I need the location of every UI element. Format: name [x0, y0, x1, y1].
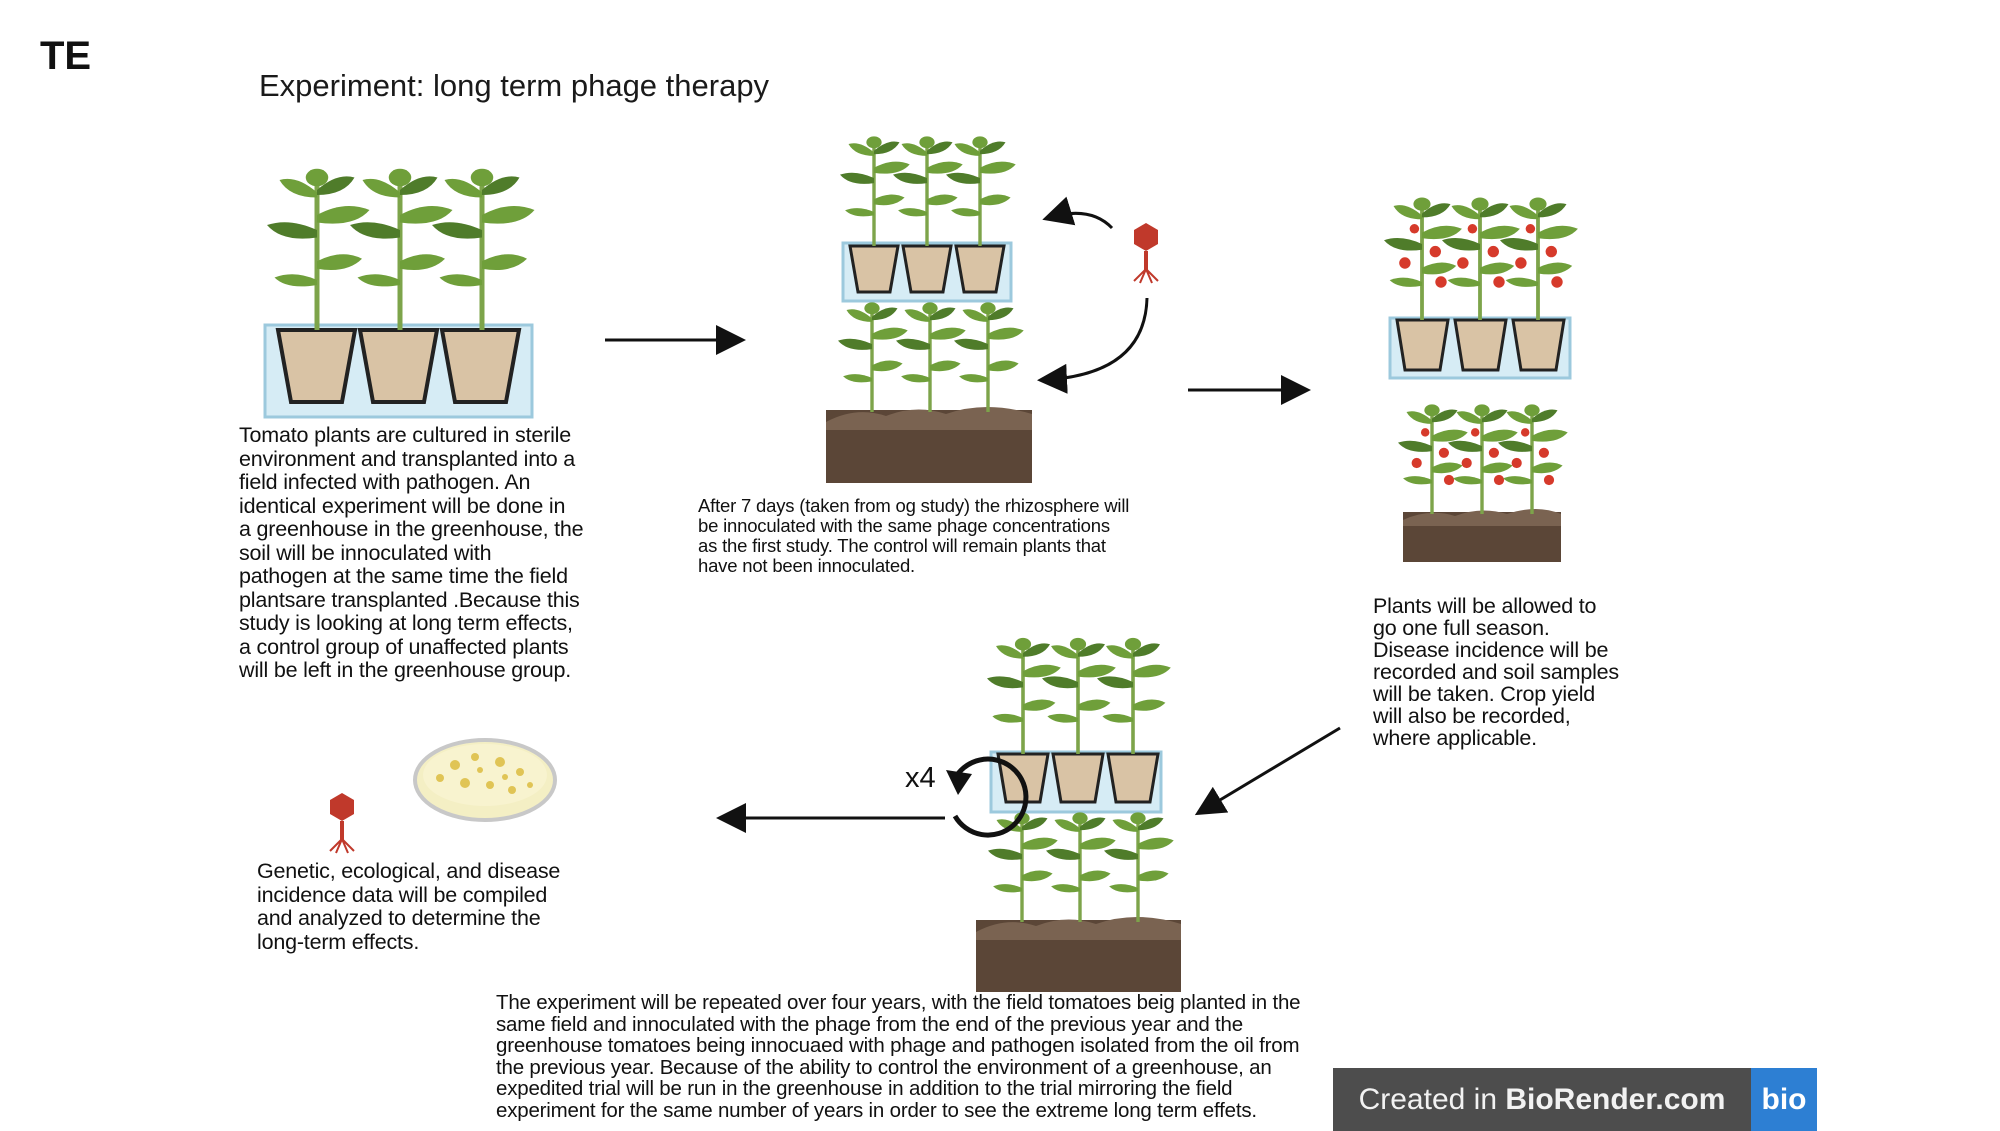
greenhouse-tray-4 — [985, 636, 1173, 814]
text-line: Disease incidence will be — [1373, 638, 1609, 662]
text-line: pathogen at the same time the field — [239, 564, 568, 588]
text-line: After 7 days (taken from og study) the r… — [698, 495, 1130, 516]
biorender-logo: bio — [1751, 1068, 1817, 1131]
text-line: Plants will be allowed to — [1373, 594, 1597, 618]
text-line: a control group of unaffected plants — [239, 634, 569, 659]
field-soil-3 — [1398, 404, 1568, 562]
greenhouse-tray-2 — [838, 134, 1018, 303]
text-line: same field and innoculated with the phag… — [496, 1012, 1243, 1036]
phage-icon — [1132, 221, 1160, 285]
text-line: environment and transplanted into a — [239, 446, 576, 471]
text-line: be innoculated with the same phage conce… — [698, 515, 1110, 536]
text-line: expedited trial will be run in the green… — [496, 1077, 1233, 1100]
text-line: long-term effects. — [257, 929, 420, 954]
text-line: study is looking at long term effects, — [239, 611, 573, 635]
text-line: soil will be innoculated with — [239, 540, 492, 565]
text-line: greenhouse tomatoes being innocuaed with… — [496, 1034, 1300, 1057]
text-line: will also be recorded, — [1373, 704, 1571, 728]
text-line: incidence data will be compiled — [257, 882, 548, 907]
text-line: and analyzed to determine the — [257, 906, 541, 930]
step5-description: Genetic, ecological, and disease inciden… — [257, 859, 561, 954]
corner-label: TE — [40, 34, 92, 78]
text-line: Tomato plants are cultured in sterile — [239, 423, 571, 447]
phage-arrow-up — [1042, 196, 1114, 230]
step1-description: Tomato plants are cultured in sterile en… — [239, 423, 584, 683]
text-line: plantsare transplanted .Because this — [239, 587, 580, 612]
text-line: The experiment will be repeated over fou… — [496, 991, 1301, 1014]
arrow-step3-to-step4 — [1194, 726, 1341, 816]
badge-brand: BioRender.com — [1505, 1082, 1726, 1116]
greenhouse-tray-3 — [1384, 197, 1578, 380]
repeat-count-label: x4 — [905, 762, 936, 794]
text-line: will be left in the greenhouse group. — [239, 658, 572, 682]
step3-description: Plants will be allowed to go one full se… — [1373, 595, 1619, 749]
petri-dish-icon — [413, 738, 557, 822]
text-line: as the first study. The control will rem… — [698, 535, 1106, 556]
text-line: will be taken. Crop yield — [1373, 682, 1596, 706]
field-soil-2 — [826, 300, 1032, 483]
phage-arrow-down — [1037, 297, 1149, 394]
text-line: the previous year. Because of the abilit… — [496, 1055, 1272, 1079]
text-line: go one full season. — [1373, 616, 1550, 640]
text-line: recorded and soil samples — [1373, 660, 1619, 684]
field-soil-4 — [976, 810, 1181, 992]
diagram-title: Experiment: long term phage therapy — [259, 68, 770, 103]
text-line: field infected with pathogen. An — [239, 470, 531, 494]
phage-icon-small — [328, 791, 356, 855]
text-line: Genetic, ecological, and disease — [257, 859, 561, 883]
text-line: where applicable. — [1373, 726, 1537, 750]
text-line: experiment for the same number of years … — [496, 1098, 1257, 1122]
greenhouse-tray-1 — [263, 169, 535, 419]
repeat-description: The experiment will be repeated over fou… — [496, 991, 1301, 1122]
badge-text: Created in BioRender.com — [1333, 1068, 1751, 1131]
text-line: identical experiment will be done in — [239, 493, 566, 518]
text-line: a greenhouse in the greenhouse, the — [239, 517, 584, 541]
text-line: have not been innoculated. — [698, 555, 915, 576]
step2-description: After 7 days (taken from og study) the r… — [698, 496, 1129, 576]
repeat-cycle-icon — [946, 756, 1029, 838]
biorender-badge[interactable]: Created in BioRender.com bio — [1333, 1068, 1817, 1131]
badge-prefix: Created in — [1358, 1082, 1506, 1116]
